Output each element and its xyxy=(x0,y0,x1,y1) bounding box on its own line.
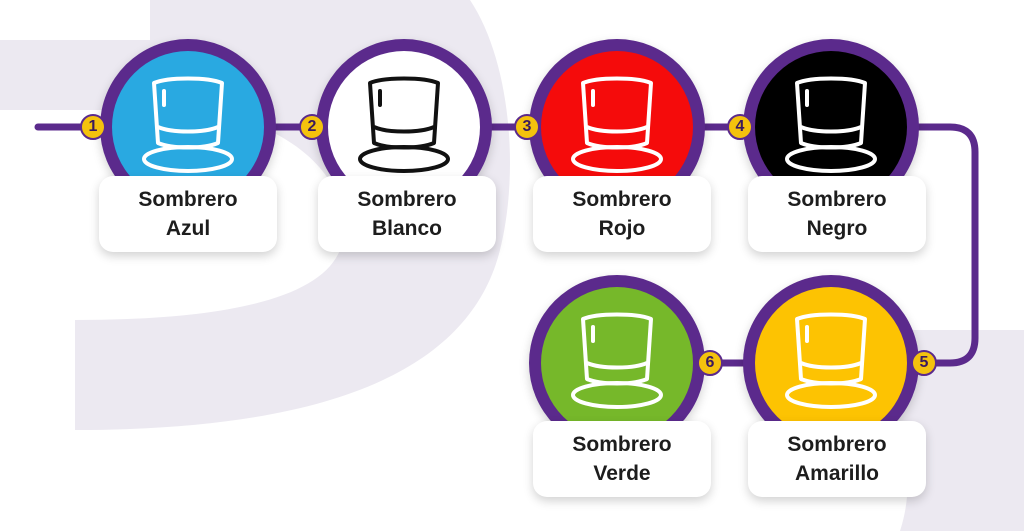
top-hat-icon xyxy=(358,76,450,173)
top-hat-icon xyxy=(785,76,877,173)
hat-label-line1: Sombrero xyxy=(357,188,457,211)
top-hat-icon xyxy=(142,76,234,173)
hat-label-line1: Sombrero xyxy=(787,433,887,456)
hat-label-line1: Sombrero xyxy=(572,433,672,456)
step-badge-6: 6 xyxy=(697,350,723,376)
hat-label-line2: Rojo xyxy=(598,217,646,240)
step-badge-5: 5 xyxy=(911,350,937,376)
step-badge-2: 2 xyxy=(299,114,325,140)
hat-label-azul: Sombrero Azul xyxy=(99,176,277,252)
hat-label-negro: Sombrero Negro xyxy=(748,176,926,252)
step-badge-1: 1 xyxy=(80,114,106,140)
step-badge-3: 3 xyxy=(514,114,540,140)
hat-label-blanco: Sombrero Blanco xyxy=(318,176,496,252)
hat-label-line2: Amarillo xyxy=(794,462,880,485)
hat-label-verde: Sombrero Verde xyxy=(533,421,711,497)
hat-label-line1: Sombrero xyxy=(138,188,238,211)
hat-label-line2: Azul xyxy=(165,217,211,240)
hat-label-amarillo: Sombrero Amarillo xyxy=(748,421,926,497)
hat-label-rojo: Sombrero Rojo xyxy=(533,176,711,252)
hat-label-line2: Negro xyxy=(806,217,868,240)
hat-label-line1: Sombrero xyxy=(572,188,672,211)
top-hat-icon xyxy=(571,312,663,409)
hat-label-line2: Blanco xyxy=(371,217,442,240)
top-hat-icon xyxy=(571,76,663,173)
hat-circle-amarillo xyxy=(755,287,907,439)
connector-line xyxy=(34,123,979,367)
step-badge-4: 4 xyxy=(727,114,753,140)
hat-label-line1: Sombrero xyxy=(787,188,887,211)
top-hat-icon xyxy=(785,312,877,409)
hat-label-line2: Verde xyxy=(593,462,651,485)
hat-circle-verde xyxy=(541,287,693,439)
